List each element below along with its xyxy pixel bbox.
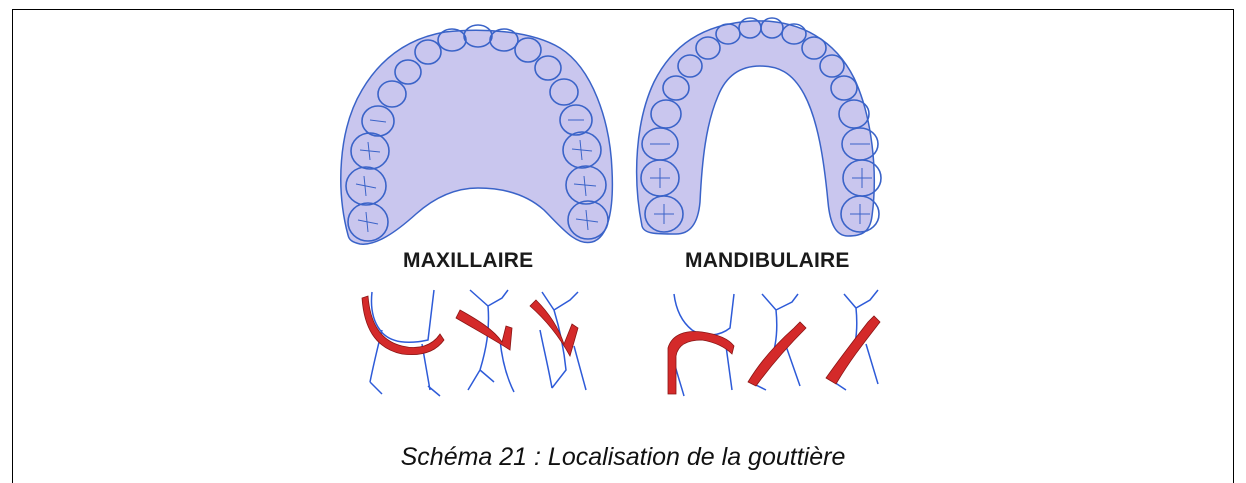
cross-section-mand-2 bbox=[748, 294, 806, 390]
mandibular-cross-sections bbox=[668, 290, 880, 396]
cross-section-max-1 bbox=[362, 290, 444, 396]
mandibular-arch bbox=[635, 18, 881, 238]
splint-figure: MAXILLAIRE MANDIBULAIRE bbox=[330, 10, 910, 405]
cross-section-mand-1 bbox=[668, 294, 734, 396]
maxillary-arch bbox=[341, 25, 613, 244]
cross-section-max-2 bbox=[456, 290, 514, 392]
maxillary-cross-sections bbox=[362, 290, 586, 396]
frame-border-left bbox=[12, 9, 13, 483]
figure-caption: Schéma 21 : Localisation de la gouttière bbox=[0, 443, 1246, 472]
mandibulaire-label: MANDIBULAIRE bbox=[685, 249, 850, 273]
maxillaire-label: MAXILLAIRE bbox=[403, 249, 533, 273]
frame-border-right bbox=[1233, 9, 1234, 483]
cross-section-mand-3 bbox=[826, 290, 880, 390]
cross-section-max-3 bbox=[530, 292, 586, 390]
dental-arches-illustration bbox=[330, 10, 910, 405]
